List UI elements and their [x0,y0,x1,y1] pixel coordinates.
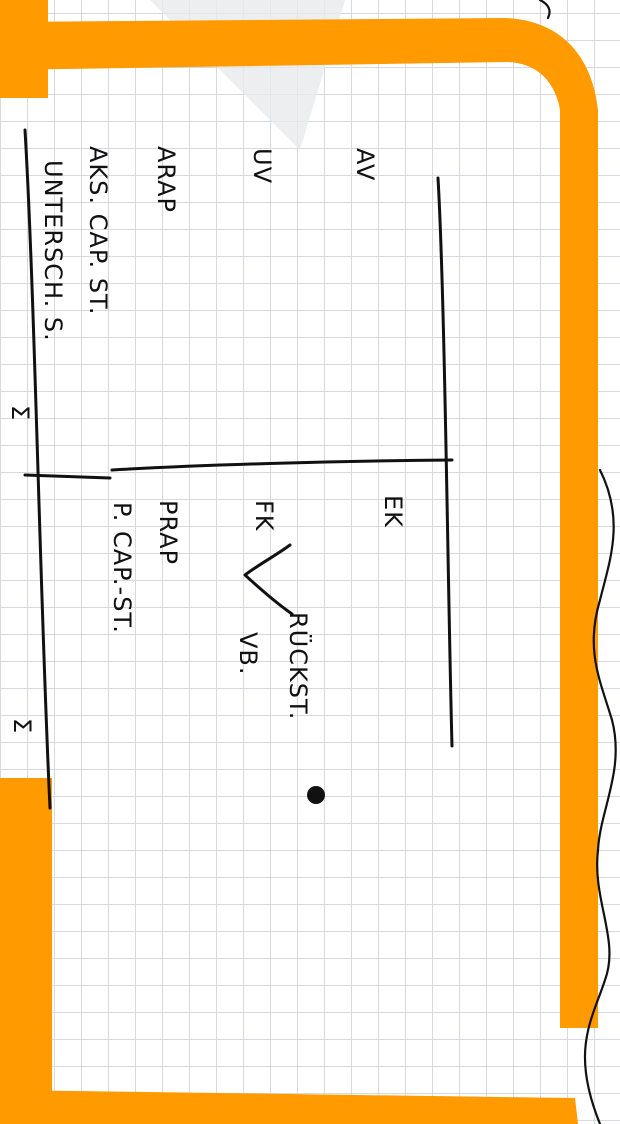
asset-sum-symbol: Σ [6,405,34,421]
liability-branch-vb: VB. [234,632,262,676]
asset-item-uv: UV [248,148,276,184]
liabilities-column: EK FK RÜCKST. VB. PRAP P. CAP.-ST. Σ [8,495,407,734]
bullet-dot [307,786,325,804]
liability-branch-rueckst: RÜCKST. [284,612,313,720]
liability-sum-symbol: Σ [8,718,36,734]
t-account-divider [110,458,454,472]
t-account-top-line [436,176,454,748]
asset-item-av: AV [351,148,379,181]
liability-fk-label: FK [250,500,278,532]
t-account-lines [23,128,454,810]
t-account-sum-line [23,128,52,810]
fk-branch-bracket [243,543,294,616]
highlighter-bottom-left [0,778,52,1124]
asset-item-aks-cap-st: AKS. CAP. ST. [84,146,112,316]
asset-item-arap: ARAP [152,146,180,213]
liability-item-p-cap-st: P. CAP.-ST. [108,502,136,634]
asset-item-untersch-s: UNTERSCH. S. [39,160,67,342]
orange-highlighter-strokes [0,0,598,1124]
liability-header-ek: EK [379,495,407,528]
highlighter-bottom-bar [0,1090,578,1124]
assets-column: AV UV ARAP AKS. CAP. ST. UNTERSCH. S. Σ [6,146,379,421]
liability-item-prap: PRAP [154,500,182,565]
binder-rings [538,0,617,1124]
t-account-sum-divider [23,473,112,480]
